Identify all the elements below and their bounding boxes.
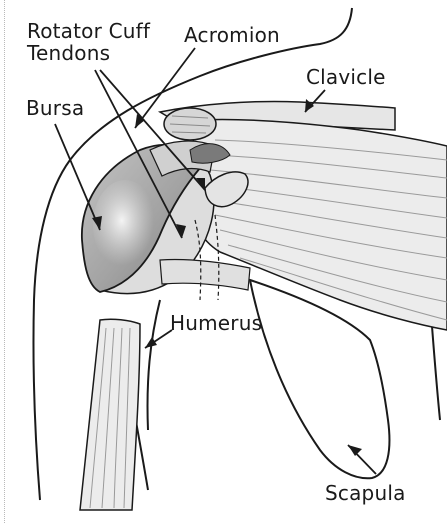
bursa-pointer	[55, 124, 100, 230]
arm-tendon	[80, 319, 140, 510]
humerus-label: Humerus	[170, 312, 262, 334]
scapula-label: Scapula	[325, 482, 406, 504]
acromion-label: Acromion	[184, 24, 280, 46]
rotator-cuff-label-line2: Tendons	[27, 42, 150, 64]
clavicle-label: Clavicle	[306, 66, 386, 88]
bursa-highlight	[93, 180, 157, 270]
arrowhead-humerus	[145, 337, 157, 348]
humerus-inner-edge	[148, 300, 161, 430]
bursa-label: Bursa	[26, 97, 84, 119]
rotator-cuff-label-line1: Rotator Cuff	[27, 20, 150, 42]
muscle-fan	[190, 119, 447, 330]
rotator-cuff-tendons-label: Rotator Cuff Tendons	[27, 20, 150, 64]
cuff-lower-band	[160, 259, 250, 290]
